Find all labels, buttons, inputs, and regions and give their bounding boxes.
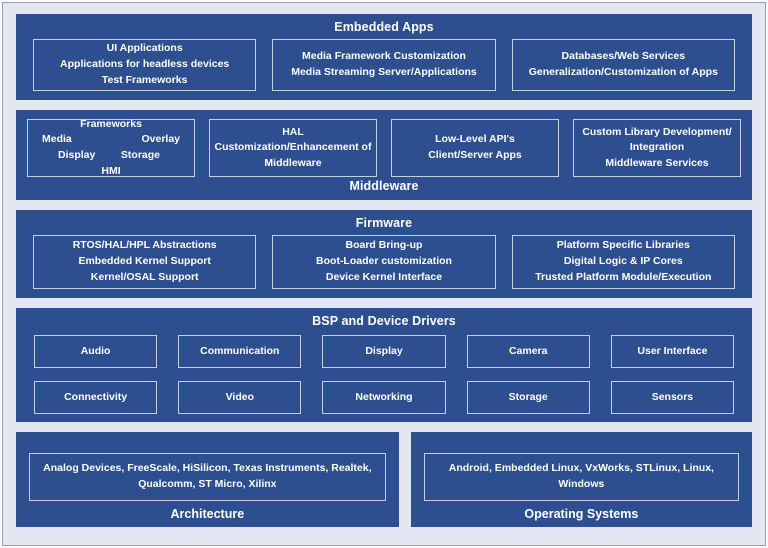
box-line: Generalization/Customization of Apps	[528, 65, 718, 78]
frameworks-hmi: HMI	[101, 164, 121, 177]
box-line: RTOS/HAL/HPL Abstractions	[72, 239, 217, 252]
box-line: Custom Library Development/	[582, 125, 732, 138]
box-ui-applications: UI Applications Applications for headles…	[33, 38, 257, 91]
box-architecture-vendors: Analog Devices, FreeScale, HiSilicon, Te…	[29, 453, 386, 501]
operating-systems-title: Operating Systems	[524, 507, 639, 521]
embedded-apps-boxes: UI Applications Applications for headles…	[33, 38, 735, 91]
driver-display: Display	[322, 334, 446, 368]
driver-communication: Communication	[178, 334, 302, 368]
architecture-title: Architecture	[170, 507, 245, 521]
box-databases-web-services: Databases/Web Services Generalization/Cu…	[511, 38, 735, 91]
firmware-boxes: RTOS/HAL/HPL Abstractions Embedded Kerne…	[33, 234, 735, 289]
bsp-row-1: Audio Communication Display Camera User …	[34, 334, 735, 368]
driver-video: Video	[178, 380, 302, 414]
driver-storage: Storage	[466, 380, 590, 414]
layer-middleware: Frameworks Media Overlay Display Storage…	[16, 110, 752, 200]
box-line: Test Frameworks	[101, 73, 188, 86]
layer-bsp-device-drivers: BSP and Device Drivers Audio Communicati…	[16, 308, 752, 422]
box-frameworks: Frameworks Media Overlay Display Storage…	[27, 117, 195, 178]
box-custom-library: Custom Library Development/ Integration …	[573, 119, 741, 178]
box-line: Middleware	[264, 157, 322, 169]
box-line: Databases/Web Services	[561, 50, 686, 63]
box-board-bring-up: Board Bring-up Boot-Loader customization…	[272, 234, 496, 289]
box-line: Embedded Kernel Support	[78, 255, 211, 267]
box-rtos-abstractions: RTOS/HAL/HPL Abstractions Embedded Kerne…	[33, 234, 257, 289]
box-line: Device Kernel Interface	[325, 270, 443, 283]
bottom-layers-row: Analog Devices, FreeScale, HiSilicon, Te…	[16, 432, 752, 527]
layer-embedded-apps: Embedded Apps UI Applications Applicatio…	[16, 14, 752, 100]
middleware-boxes: Frameworks Media Overlay Display Storage…	[27, 117, 741, 178]
embedded-apps-title: Embedded Apps	[334, 20, 434, 34]
box-line: Integration	[629, 141, 685, 154]
frameworks-overlay: Overlay	[141, 133, 180, 146]
box-line: Applications for headless devices	[60, 58, 230, 70]
box-line: Media Streaming Server/Applications	[291, 65, 477, 78]
box-line: Low-Level API's	[435, 133, 515, 146]
box-line: Media Framework Customization	[302, 50, 466, 63]
box-media-framework: Media Framework Customization Media Stre…	[272, 38, 496, 91]
frameworks-row-2: Display Storage	[32, 148, 190, 164]
box-platform-libraries: Platform Specific Libraries Digital Logi…	[511, 234, 735, 289]
driver-camera: Camera	[466, 334, 590, 368]
box-operating-systems-list: Android, Embedded Linux, VxWorks, STLinu…	[423, 453, 739, 501]
box-line: Digital Logic & IP Cores	[563, 255, 683, 267]
firmware-title: Firmware	[355, 216, 413, 230]
driver-networking: Networking	[322, 380, 446, 414]
frameworks-storage: Storage	[120, 149, 160, 162]
layer-operating-systems: Android, Embedded Linux, VxWorks, STLinu…	[410, 432, 752, 527]
box-line: UI Applications	[106, 42, 183, 55]
bsp-title: BSP and Device Drivers	[312, 314, 456, 328]
frameworks-row-1: Media Overlay	[32, 132, 190, 148]
driver-sensors: Sensors	[610, 380, 735, 414]
frameworks-display: Display	[58, 149, 96, 162]
box-line: Middleware Services	[605, 157, 709, 169]
box-hal-customization: HAL Customization/Enhancement of Middlew…	[209, 119, 377, 178]
driver-audio: Audio	[34, 334, 158, 368]
frameworks-media: Media	[42, 133, 72, 146]
box-line: Client/Server Apps	[428, 149, 522, 162]
layer-architecture: Analog Devices, FreeScale, HiSilicon, Te…	[16, 432, 399, 527]
box-line: HAL	[282, 125, 304, 138]
bsp-row-2: Connectivity Video Networking Storage Se…	[34, 380, 735, 414]
frameworks-title: Frameworks	[80, 117, 142, 130]
box-line: Customization/Enhancement of	[214, 141, 372, 154]
box-line: Platform Specific Libraries	[556, 239, 690, 252]
box-line: Board Bring-up	[345, 239, 423, 252]
driver-connectivity: Connectivity	[34, 380, 158, 414]
box-low-level-apis: Low-Level API's Client/Server Apps	[391, 119, 559, 178]
driver-user-interface: User Interface	[610, 334, 735, 368]
box-line: Trusted Platform Module/Execution	[535, 270, 712, 283]
box-line: Kernel/OSAL Support	[90, 270, 199, 283]
layer-firmware: Firmware RTOS/HAL/HPL Abstractions Embed…	[16, 210, 752, 298]
middleware-title: Middleware	[349, 179, 419, 194]
box-line: Boot-Loader customization	[316, 255, 452, 267]
